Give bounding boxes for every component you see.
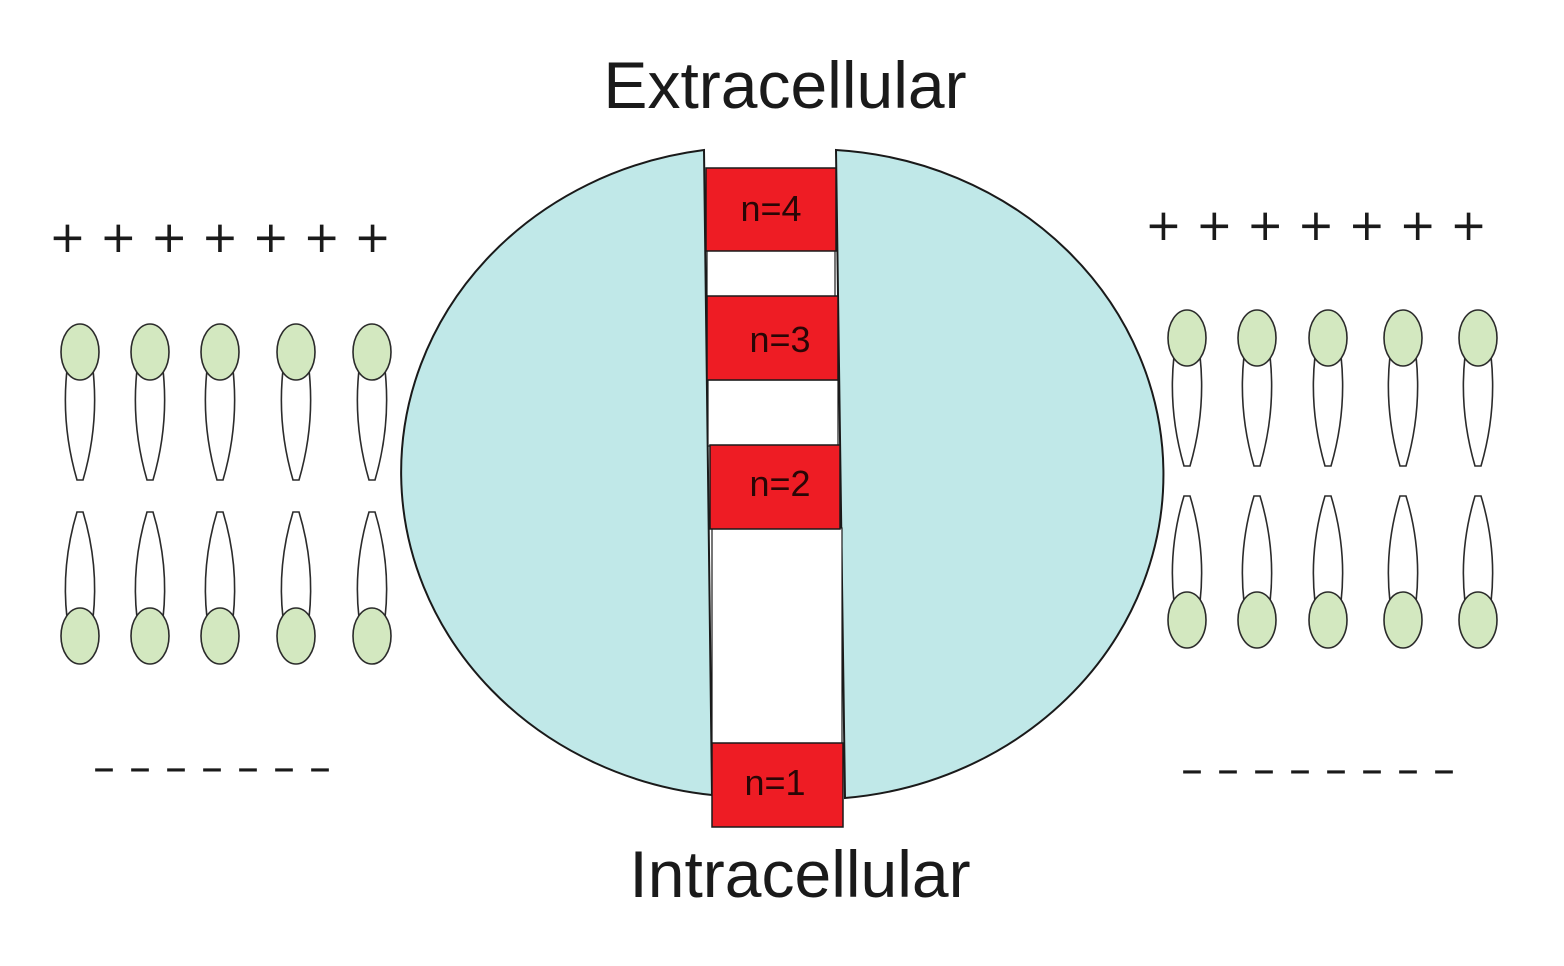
lipid-head-lower xyxy=(1308,591,1348,649)
lipid-tail-upper xyxy=(280,369,312,481)
lipid-tail-lower xyxy=(280,511,312,619)
lipid-bilayer-right xyxy=(1167,309,1498,649)
lipid-tail-upper xyxy=(1462,355,1494,467)
phospholipid-right-5 xyxy=(1458,309,1498,649)
block-n1-label: n=1 xyxy=(744,762,805,803)
negative-charges-right: – – – – – – – – xyxy=(1181,744,1455,795)
lipid-tail-lower xyxy=(134,511,166,619)
lipid-tail-upper xyxy=(204,369,236,481)
intracellular-label: Intracellular xyxy=(629,837,970,911)
lipid-head-lower xyxy=(130,607,170,665)
block-n3-label: n=3 xyxy=(749,319,810,360)
phospholipid-right-2 xyxy=(1237,309,1277,649)
lipid-head-upper xyxy=(1308,309,1348,367)
lipid-head-lower xyxy=(1458,591,1498,649)
lipid-tail-upper xyxy=(64,369,96,481)
lipid-tail-upper xyxy=(1387,355,1419,467)
lipid-tail-upper xyxy=(134,369,166,481)
lipid-tail-upper xyxy=(1312,355,1344,467)
lipid-bilayer-left xyxy=(60,323,392,665)
lipid-tail-upper xyxy=(1241,355,1273,467)
lipid-head-upper xyxy=(200,323,240,381)
lipid-head-upper xyxy=(1458,309,1498,367)
block-n2-label: n=2 xyxy=(749,463,810,504)
block-n2 xyxy=(709,444,841,530)
pore-gap-1 xyxy=(706,249,836,299)
lipid-head-upper xyxy=(1167,309,1207,367)
channel-protein-left-half xyxy=(400,148,714,797)
phospholipid-left-3 xyxy=(200,323,240,665)
lipid-head-lower xyxy=(352,607,392,665)
negative-charges-left: – – – – – – – xyxy=(93,742,331,793)
positive-charges-right: + + + + + + + xyxy=(1145,200,1487,251)
lipid-tail-lower xyxy=(204,511,236,619)
phospholipid-left-2 xyxy=(130,323,170,665)
lipid-tail-upper xyxy=(1171,355,1203,467)
lipid-tail-lower xyxy=(1462,495,1494,603)
block-n1 xyxy=(711,742,844,828)
lipid-head-lower xyxy=(200,607,240,665)
phospholipid-right-4 xyxy=(1383,309,1423,649)
lipid-head-upper xyxy=(276,323,316,381)
lipid-tail-lower xyxy=(64,511,96,619)
block-n4 xyxy=(705,167,837,252)
phospholipid-left-1 xyxy=(60,323,100,665)
pore-gap-2 xyxy=(707,379,839,447)
lipid-head-upper xyxy=(60,323,100,381)
phospholipid-right-1 xyxy=(1167,309,1207,649)
lipid-head-lower xyxy=(1237,591,1277,649)
lipid-tail-lower xyxy=(1171,495,1203,603)
lipid-tail-upper xyxy=(356,369,388,481)
lipid-head-lower xyxy=(1383,591,1423,649)
extracellular-label: Extracellular xyxy=(603,48,966,122)
lipid-head-lower xyxy=(1167,591,1207,649)
lipid-tail-lower xyxy=(1241,495,1273,603)
block-n3 xyxy=(706,295,839,381)
lipid-tail-lower xyxy=(1387,495,1419,603)
positive-charges-left: + + + + + + + xyxy=(49,212,391,263)
lipid-head-upper xyxy=(130,323,170,381)
phospholipid-left-4 xyxy=(276,323,316,665)
lipid-head-lower xyxy=(276,607,316,665)
lipid-tail-lower xyxy=(356,511,388,619)
lipid-tail-lower xyxy=(1312,495,1344,603)
lipid-head-upper xyxy=(352,323,392,381)
phospholipid-left-5 xyxy=(352,323,392,665)
channel-protein-right-half xyxy=(834,148,1165,800)
block-n4-label: n=4 xyxy=(740,188,801,229)
phospholipid-right-3 xyxy=(1308,309,1348,649)
lipid-head-lower xyxy=(60,607,100,665)
lipid-head-upper xyxy=(1237,309,1277,367)
pore-gap-3 xyxy=(711,527,843,745)
lipid-head-upper xyxy=(1383,309,1423,367)
